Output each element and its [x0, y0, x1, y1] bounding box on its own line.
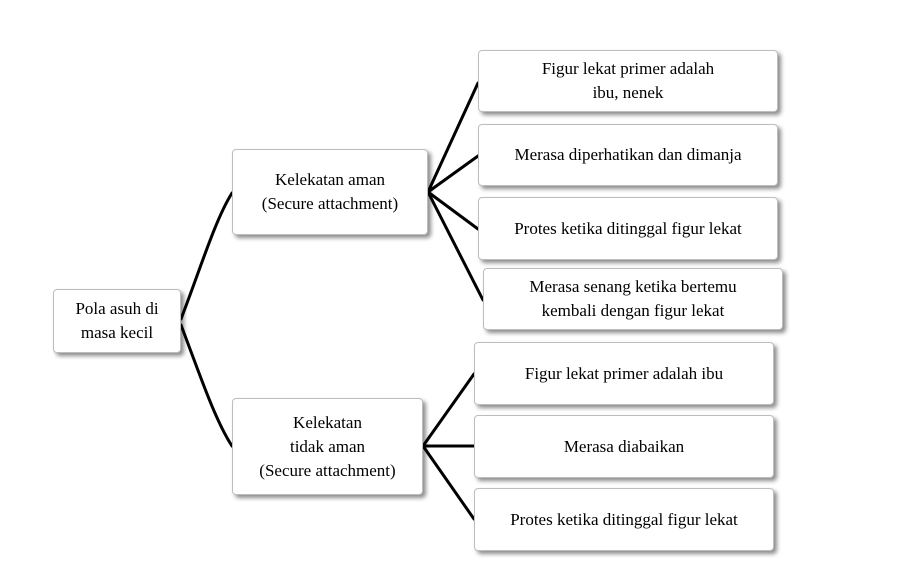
- secure-child-happy-reunion: Merasa senang ketika bertemu kembali den…: [483, 268, 783, 330]
- connector-secure-to-child-2: [426, 154, 480, 194]
- secure-child-primary-figure-text: Figur lekat primer adalah ibu, nenek: [542, 57, 714, 105]
- root-node: Pola asuh di masa kecil: [53, 289, 181, 353]
- branch-secure-attachment: Kelekatan aman (Secure attachment): [232, 149, 428, 235]
- secure-child-3-line-1: Protes ketika ditinggal figur lekat: [514, 218, 742, 238]
- connector-root-to-secure: [179, 191, 234, 321]
- secure-child-primary-figure: Figur lekat primer adalah ibu, nenek: [478, 50, 778, 112]
- connector-insecure-to-child-3: [421, 444, 476, 521]
- secure-child-1-line-2: ibu, nenek: [592, 83, 664, 102]
- insecure-child-2-line-1: Merasa diabaikan: [563, 436, 685, 456]
- connector-secure-to-child-3: [426, 190, 480, 231]
- branch-insecure-line-2: tidak aman: [289, 436, 366, 456]
- branch-secure-line-2: (Secure attachment): [261, 194, 399, 213]
- branch-insecure-line-3: (Secure attachment): [259, 460, 396, 480]
- insecure-child-protest: Protes ketika ditinggal figur lekat: [474, 488, 774, 551]
- branch-insecure-line-1: Kelekatan: [293, 412, 362, 432]
- insecure-child-3-line-1: Protes ketika ditinggal figur lekat: [510, 509, 738, 529]
- connector-insecure-to-child-1: [421, 372, 476, 448]
- root-node-line-1: Pola asuh di: [75, 299, 159, 318]
- root-node-line-2: masa kecil: [80, 323, 154, 342]
- branch-insecure-attachment-text: Kelekatan tidak aman (Secure attachment): [259, 411, 395, 483]
- secure-child-attention: Merasa diperhatikan dan dimanja: [478, 124, 778, 186]
- secure-child-happy-reunion-text: Merasa senang ketika bertemu kembali den…: [529, 275, 736, 323]
- insecure-child-1-line-1: Figur lekat primer adalah ibu: [524, 363, 724, 383]
- secure-child-protest: Protes ketika ditinggal figur lekat: [478, 197, 778, 260]
- secure-child-4-line-1: Merasa senang ketika bertemu: [529, 277, 737, 296]
- branch-secure-line-1: Kelekatan aman: [275, 170, 385, 189]
- insecure-child-ignored: Merasa diabaikan: [474, 415, 774, 478]
- root-node-text: Pola asuh di masa kecil: [75, 297, 158, 345]
- branch-secure-attachment-text: Kelekatan aman (Secure attachment): [262, 168, 398, 216]
- secure-child-1-line-1: Figur lekat primer adalah: [541, 59, 715, 78]
- branch-insecure-attachment: Kelekatan tidak aman (Secure attachment): [232, 398, 423, 495]
- connector-root-to-insecure: [179, 323, 234, 448]
- secure-child-4-line-2: kembali dengan figur lekat: [541, 301, 725, 320]
- secure-child-2-line-1: Merasa diperhatikan dan dimanja: [514, 145, 742, 164]
- connector-secure-to-child-1: [426, 81, 480, 194]
- insecure-child-primary-figure: Figur lekat primer adalah ibu: [474, 342, 774, 405]
- connector-secure-to-child-4: [426, 190, 485, 302]
